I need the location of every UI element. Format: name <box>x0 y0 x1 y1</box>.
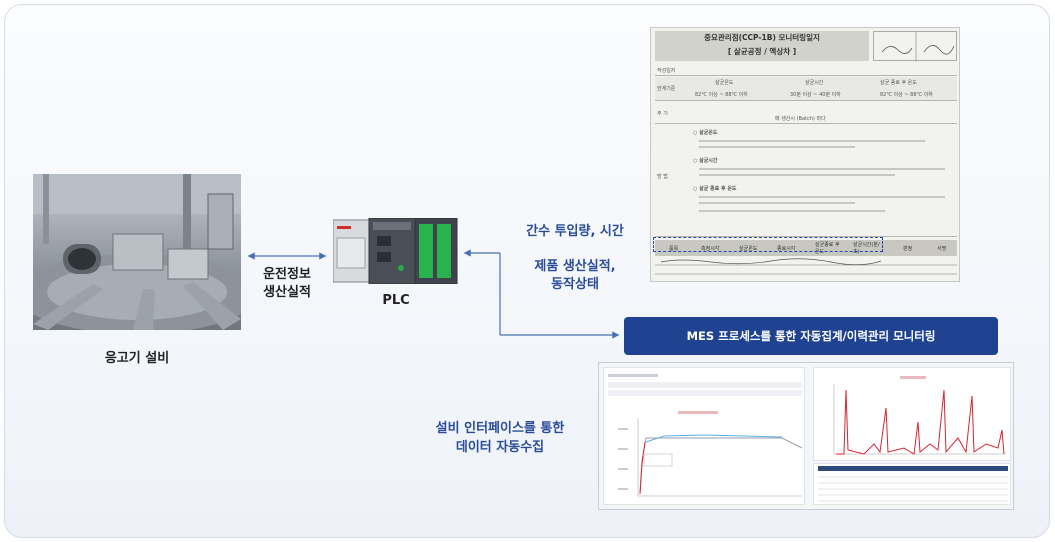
doc-limit-value: 82℃ 이상 ~ 88℃ 이하 <box>695 92 748 98</box>
plc-device <box>332 217 459 285</box>
doc-row-method: 방 법 ○ 살균온도 ○ 살균시간 ○ 살균 종료 후 온도 <box>655 125 957 237</box>
mes-dashboard-screenshot <box>598 362 1014 510</box>
doc-cycle-value: 매 생산시 (Batch) 마다 <box>775 116 826 122</box>
doc-method-text-lines <box>699 140 945 212</box>
doc-highlight-box <box>653 237 883 252</box>
doc-row-label: 한계기준 <box>657 86 676 92</box>
plc-illustration <box>332 217 458 285</box>
monitoring-log-document: 중요관리점(CCP-1B) 모니터링일지 [ 살균공정 / 액상차 ] 작성일자… <box>650 27 960 282</box>
doc-table-header-cell: 살균온도 <box>739 246 758 252</box>
doc-method-item: ○ 살균시간 <box>693 158 718 164</box>
doc-col-label: 살균 종료 후 온도 <box>880 80 917 86</box>
dashboard-spike-chart <box>833 376 1006 455</box>
interface-note-line2: 데이터 자동수집 <box>455 440 545 455</box>
doc-table-header-cell: 측정시각 <box>701 246 720 252</box>
doc-table-rows <box>655 258 957 275</box>
doc-table-header-cell: 종료시각 <box>777 246 796 252</box>
link-mid-line1: 제품 생산실적, <box>534 259 616 274</box>
plc-caption: PLC <box>382 293 410 308</box>
equipment-photo <box>33 174 241 330</box>
doc-row-label: 방 법 <box>657 174 668 180</box>
doc-signature-scribble <box>881 32 955 62</box>
link-left-line2: 생산실적 <box>263 285 311 300</box>
doc-table-header-cell: 판정 <box>903 246 913 252</box>
doc-row-cycle: 주 기 매 생산시 (Batch) 마다 <box>655 102 957 124</box>
doc-row-date: 작성일자 <box>655 65 957 76</box>
doc-title-box: 중요관리점(CCP-1B) 모니터링일지 [ 살균공정 / 액상차 ] <box>655 31 869 61</box>
doc-table-header: 품목 측정시각 살균온도 종료시각 살균종료 후 온도 살균시간(분/초) 판정… <box>655 240 957 256</box>
dashboard-table-panel <box>813 463 1011 505</box>
doc-table-header-cell: 살균종료 후 온도 <box>815 242 840 255</box>
mes-banner: MES 프로세스를 통한 자동집계/이력관리 모니터링 <box>624 317 998 355</box>
doc-col-label: 살균온도 <box>715 80 734 86</box>
doc-row-label: 작성일자 <box>657 68 676 74</box>
doc-table-header-cell: 서명 <box>937 246 947 252</box>
doc-table-header-cell: 품목 <box>669 246 679 252</box>
link-mid-line2: 동작상태 <box>551 277 599 292</box>
interface-note-line1: 설비 인터페이스를 통한 <box>435 421 565 436</box>
doc-row-label: 주 기 <box>657 111 668 117</box>
dashboard-data-table <box>818 466 1008 502</box>
dashboard-left-panel <box>603 367 805 505</box>
doc-method-item: ○ 살균 종료 후 온도 <box>693 186 737 192</box>
doc-title: 중요관리점(CCP-1B) 모니터링일지 <box>704 33 820 42</box>
doc-row-limits: 한계기준 살균온도 살균시간 살균 종료 후 온도 82℃ 이상 ~ 88℃ 이… <box>655 77 957 101</box>
link-left-line1: 운전정보 <box>263 267 311 282</box>
doc-col-label: 살균시간 <box>805 80 824 86</box>
doc-limit-value: 82℃ 이상 ~ 88℃ 이하 <box>880 92 933 98</box>
doc-table-header-cell: 살균시간(분/초) <box>853 242 880 255</box>
doc-method-item: ○ 살균온도 <box>693 130 718 136</box>
link-top-label: 간수 투입량, 시간 <box>526 224 624 239</box>
dashboard-spike-panel <box>813 367 1011 461</box>
doc-signature-box <box>873 31 957 62</box>
dashboard-line-chart <box>608 374 803 497</box>
doc-limit-value: 30분 이상 ~ 40분 이하 <box>790 92 841 98</box>
equipment-caption: 응고기 설비 <box>104 351 170 366</box>
doc-subtitle: [ 살균공정 / 액상차 ] <box>727 47 797 56</box>
equipment-illustration <box>33 174 241 330</box>
